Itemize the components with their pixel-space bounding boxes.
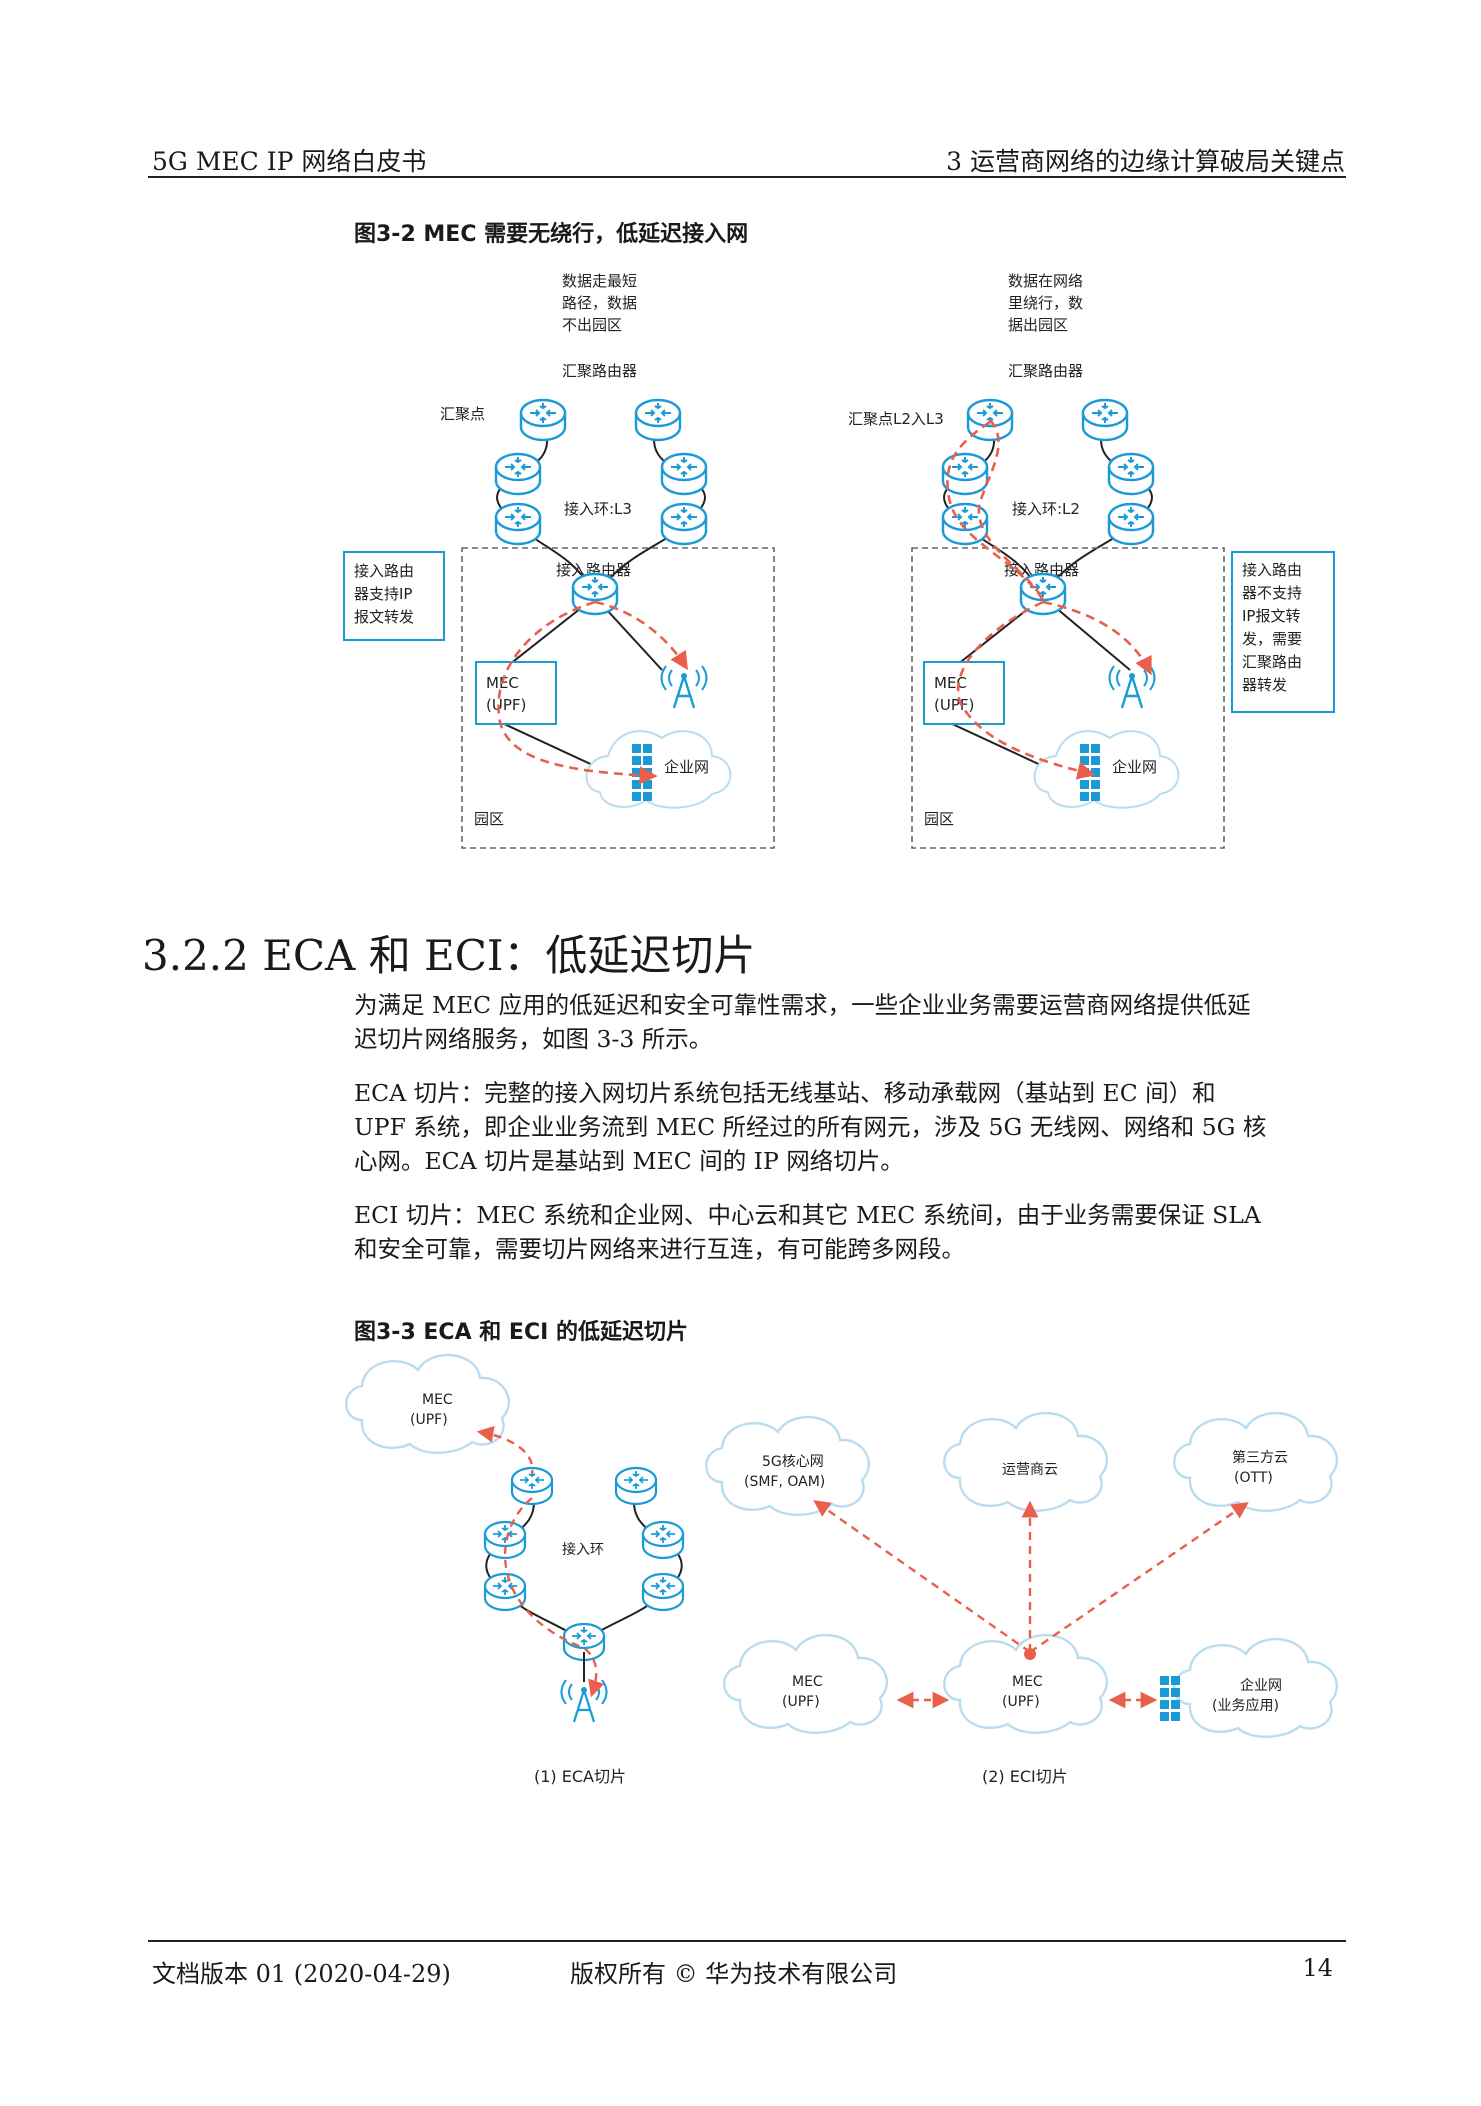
eci-core-line-1: 5G核心网 <box>762 1454 824 1470</box>
eci-mec-center-line-2: (UPF) <box>1002 1694 1040 1710</box>
figure-3-2-diagram: 数据走最短 路径，数据 不出园区 汇聚路由器 汇聚点 接入环:L3 接入路由 器… <box>343 272 1335 849</box>
paragraph-2-line-1: ECA 切片：完整的接入网切片系统包括无线基站、移动承载网（基站到 EC 间）和 <box>354 1079 1216 1107</box>
figure-3-3-diagram: MEC (UPF) 接入环 (1) ECA切片 5G核心网 (SMF, OAM)… <box>345 1353 1339 1786</box>
right-ring-router-4 <box>1107 502 1155 546</box>
figure-3-3-eci: 5G核心网 (SMF, OAM) 运营商云 第三方云 (OTT) MEC (UP… <box>705 1411 1339 1786</box>
eci-mec-left-line-2: (UPF) <box>782 1694 820 1710</box>
left-base-station-icon <box>660 664 708 710</box>
eci-third-party-line-2: (OTT) <box>1234 1470 1273 1486</box>
left-side-note-3: 报文转发 <box>354 608 414 626</box>
left-note-line-3: 不出园区 <box>562 316 622 334</box>
left-ring-router-3 <box>494 502 542 546</box>
eci-enterprise-line-1: 企业网 <box>1240 1677 1282 1694</box>
figure-3-2-right: 数据在网络 里绕行，数 据出园区 汇聚路由器 汇聚点L2入L3 接入环:L2 园… <box>848 272 1335 849</box>
left-agg-router-1 <box>519 398 567 442</box>
right-enterprise-cloud <box>1033 730 1180 809</box>
right-side-note-2: 器不支持 <box>1242 584 1302 602</box>
paragraph-2-line-3: 心网。ECA 切片是基站到 MEC 间的 IP 网络切片。 <box>354 1147 904 1175</box>
paragraph-1: 为满足 MEC 应用的低延迟和安全可靠性需求，一些企业业务需要运营商网络提供低延… <box>354 988 1344 1056</box>
footer-doc-version: 文档版本 01 (2020-04-29) <box>152 1960 451 1988</box>
right-agg-router-2 <box>1081 398 1129 442</box>
eci-enterprise-icon <box>1160 1676 1180 1721</box>
left-access-router-label: 接入路由器 <box>556 561 631 579</box>
paragraph-3-line-2: 和安全可靠，需要切片网络来进行互连，有可能跨多网段。 <box>354 1235 965 1263</box>
right-note-line-2: 里绕行，数 <box>1008 294 1083 312</box>
right-side-note-6: 器转发 <box>1242 676 1287 694</box>
left-campus-box <box>461 547 775 849</box>
left-ring-router-2 <box>660 452 708 496</box>
eca-sub-caption: (1) ECA切片 <box>534 1767 626 1786</box>
left-ring-label: 接入环:L3 <box>564 500 632 518</box>
right-access-router-label: 接入路由器 <box>1004 561 1079 579</box>
left-campus-label: 园区 <box>474 810 504 828</box>
left-agg-router-2 <box>634 398 682 442</box>
paragraph-3: ECI 切片：MEC 系统和企业网、中心云和其它 MEC 系统间，由于业务需要保… <box>354 1198 1344 1266</box>
header-left: 5G MEC IP 网络白皮书 <box>152 147 427 176</box>
eci-core-line-2: (SMF, OAM) <box>744 1474 825 1490</box>
eca-base-station-icon <box>560 1679 608 1723</box>
eci-mec-center-line-1: MEC <box>1012 1674 1043 1690</box>
right-mec-line-2: (UPF) <box>934 696 974 714</box>
left-side-note-1: 接入路由 <box>354 562 414 580</box>
paragraph-2: ECA 切片：完整的接入网切片系统包括无线基站、移动承载网（基站到 EC 间）和… <box>354 1076 1344 1178</box>
right-side-note-1: 接入路由 <box>1242 561 1302 579</box>
section-title: 3.2.2 ECA 和 ECI：低延迟切片 <box>142 931 756 980</box>
footer-copyright: 版权所有 © 华为技术有限公司 <box>570 1960 898 1988</box>
header-right: 3 运营商网络的边缘计算破局关键点 <box>946 147 1345 176</box>
left-ring-router-1 <box>494 452 542 496</box>
right-ring-router-2 <box>1107 452 1155 496</box>
figure-3-3-eca: MEC (UPF) 接入环 (1) ECA切片 <box>345 1353 685 1786</box>
eca-router-5 <box>483 1572 527 1612</box>
header-rule <box>148 176 1346 178</box>
left-enterprise-cloud <box>585 730 732 809</box>
right-mec-line-1: MEC <box>934 674 967 692</box>
right-campus-box <box>911 547 1225 849</box>
eca-router-4 <box>641 1520 685 1560</box>
figure-3-2-left: 数据走最短 路径，数据 不出园区 汇聚路由器 汇聚点 接入环:L3 接入路由 器… <box>343 272 775 849</box>
left-enterprise-label: 企业网 <box>664 758 709 776</box>
right-agg-router-label: 汇聚路由器 <box>1008 362 1083 380</box>
left-side-note-box <box>343 551 445 641</box>
figure-3-3-caption: 图3-3 ECA 和 ECI 的低延迟切片 <box>354 1320 688 1345</box>
eci-operator-cloud-label: 运营商云 <box>1002 1462 1058 1478</box>
left-ring-router-4 <box>660 502 708 546</box>
paragraph-3-line-1: ECI 切片：MEC 系统和企业网、中心云和其它 MEC 系统间，由于业务需要保… <box>354 1201 1261 1229</box>
right-note-line-1: 数据在网络 <box>1008 272 1083 290</box>
right-side-note-5: 汇聚路由 <box>1242 653 1302 671</box>
eci-enterprise-line-2: (业务应用) <box>1212 1697 1279 1714</box>
footer-page-number: 14 <box>1302 1954 1333 1982</box>
left-note-line-2: 路径，数据 <box>562 294 637 312</box>
figure-3-2-caption: 图3-2 MEC 需要无绕行，低延迟接入网 <box>354 222 749 247</box>
right-mec-box <box>923 661 1005 725</box>
paragraph-1-line-2: 迟切片网络服务，如图 3-3 所示。 <box>354 1025 713 1053</box>
left-mec-line-2: (UPF) <box>486 696 526 714</box>
eca-mec-line-1: MEC <box>422 1392 453 1408</box>
left-mec-box <box>475 661 557 725</box>
right-ring-label: 接入环:L2 <box>1012 500 1080 518</box>
eci-third-party-line-1: 第三方云 <box>1232 1449 1288 1466</box>
right-side-note-4: 发，需要 <box>1242 630 1302 648</box>
eca-router-2 <box>614 1466 658 1506</box>
eci-sub-caption: (2) ECI切片 <box>982 1767 1068 1786</box>
eca-router-6 <box>641 1572 685 1612</box>
left-agg-router-label: 汇聚路由器 <box>562 362 637 380</box>
footer-rule <box>148 1940 1346 1942</box>
right-note-line-3: 据出园区 <box>1008 316 1068 334</box>
paragraph-1-line-1: 为满足 MEC 应用的低延迟和安全可靠性需求，一些企业业务需要运营商网络提供低延 <box>354 991 1251 1019</box>
left-side-note-2: 器支持IP <box>354 585 412 603</box>
right-agg-point-label: 汇聚点L2入L3 <box>848 410 944 428</box>
eci-mec-left-line-1: MEC <box>792 1674 823 1690</box>
right-campus-label: 园区 <box>924 810 954 828</box>
right-side-note-box <box>1231 551 1335 713</box>
paragraph-2-line-2: UPF 系统，即企业业务流到 MEC 所经过的所有网元，涉及 5G 无线网、网络… <box>354 1113 1267 1141</box>
right-base-station-icon <box>1108 664 1156 710</box>
left-note-line-1: 数据走最短 <box>562 272 637 290</box>
left-agg-point-label: 汇聚点 <box>440 405 485 423</box>
eca-ring-label: 接入环 <box>562 1541 604 1558</box>
right-side-note-3: IP报文转 <box>1242 607 1300 625</box>
eca-mec-line-2: (UPF) <box>410 1412 448 1428</box>
right-enterprise-label: 企业网 <box>1112 758 1157 776</box>
right-ring-router-1 <box>941 452 989 496</box>
